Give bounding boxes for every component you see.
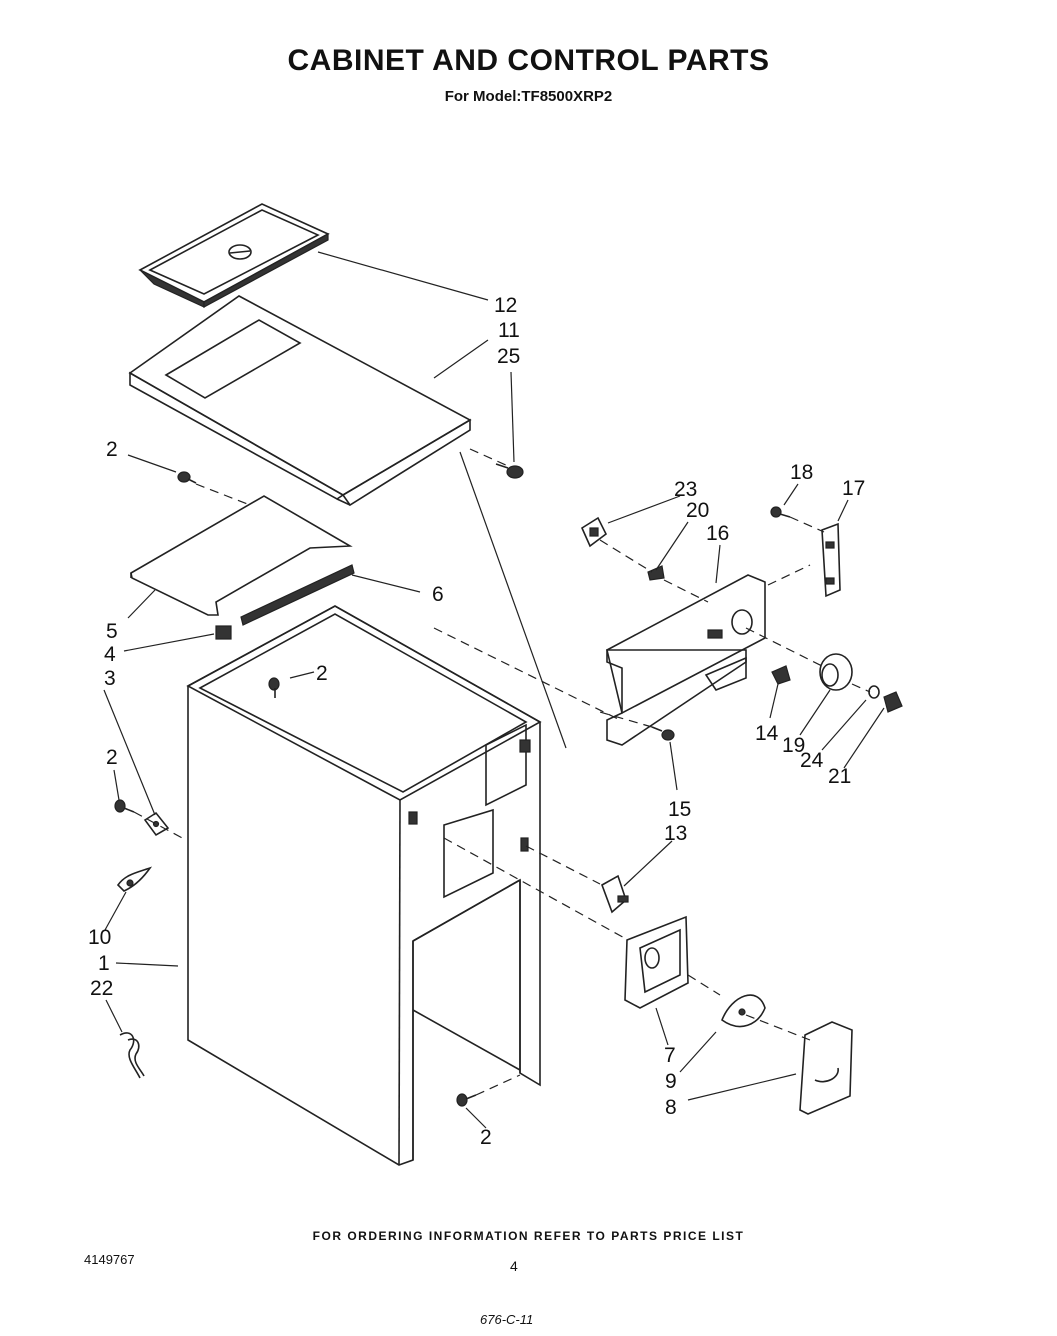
part-23-switch xyxy=(580,516,608,548)
part-17-bracket xyxy=(821,522,841,598)
part-4-clip xyxy=(215,625,232,640)
callout-2: 2 xyxy=(316,662,328,685)
part-24-washer xyxy=(868,685,880,699)
callout-10: 10 xyxy=(88,926,111,949)
part-13-switch xyxy=(601,874,629,914)
callout-5: 5 xyxy=(106,620,118,643)
alignment-lines xyxy=(133,448,871,1096)
callout-14: 14 xyxy=(755,722,779,745)
page-title: CABINET AND CONTROL PARTS xyxy=(287,44,770,77)
callout-18: 18 xyxy=(790,461,813,484)
part-2-screws xyxy=(114,471,477,1107)
callout-23: 23 xyxy=(674,478,697,501)
part-21-button xyxy=(883,691,903,713)
callout-20: 20 xyxy=(686,499,709,522)
part-7-lid-lock-housing xyxy=(624,915,689,1009)
callout-3: 3 xyxy=(104,667,116,690)
callout-15: 15 xyxy=(668,798,691,821)
part-9-disc xyxy=(721,994,766,1028)
part-14-clip xyxy=(771,665,791,685)
model-subtitle: For Model:TF8500XRP2 xyxy=(444,88,613,105)
part-22-harness-clip xyxy=(119,1032,145,1079)
page-number: 4 xyxy=(510,1258,518,1274)
callout-24: 24 xyxy=(800,749,824,772)
part-16-control-bracket xyxy=(606,574,766,746)
handwritten-note: 676-C-11 xyxy=(480,1312,534,1327)
part-12-lid-panel xyxy=(138,203,330,309)
callout-16: 16 xyxy=(706,522,729,545)
part-3-plate xyxy=(143,811,170,837)
part-11-top-cover xyxy=(128,295,472,507)
part-15-screw xyxy=(651,726,675,741)
callout-1: 1 xyxy=(98,952,110,975)
callout-6: 6 xyxy=(432,583,444,606)
callout-11: 11 xyxy=(498,319,520,342)
callout-12: 12 xyxy=(494,294,517,317)
part-19-knob xyxy=(819,653,853,691)
part-8-cover xyxy=(799,1021,853,1115)
callout-25: 25 xyxy=(497,345,520,368)
callout-2: 2 xyxy=(480,1126,492,1149)
callout-21: 21 xyxy=(828,765,851,788)
callout-19: 19 xyxy=(782,734,805,757)
part-6-strip xyxy=(240,564,355,626)
leader-lines xyxy=(103,251,885,1129)
callout-4: 4 xyxy=(104,643,116,666)
callout-13: 13 xyxy=(664,822,687,845)
callout-9: 9 xyxy=(665,1070,677,1093)
part-25-screw xyxy=(495,463,524,479)
part-5-console-panel xyxy=(130,495,353,616)
callout-8: 8 xyxy=(665,1096,677,1119)
callout-2: 2 xyxy=(106,746,118,769)
callout-7: 7 xyxy=(664,1044,676,1067)
document-number: 4149767 xyxy=(84,1252,135,1267)
part-10-wire-clip xyxy=(116,866,153,892)
callout-2: 2 xyxy=(106,438,118,461)
callout-22: 22 xyxy=(90,977,113,1000)
ordering-note: FOR ORDERING INFORMATION REFER TO PARTS … xyxy=(312,1229,745,1243)
part-18-screw xyxy=(770,506,791,518)
part-20-clip xyxy=(647,565,665,581)
part-1-cabinet xyxy=(186,605,542,1166)
callout-17: 17 xyxy=(842,477,865,500)
